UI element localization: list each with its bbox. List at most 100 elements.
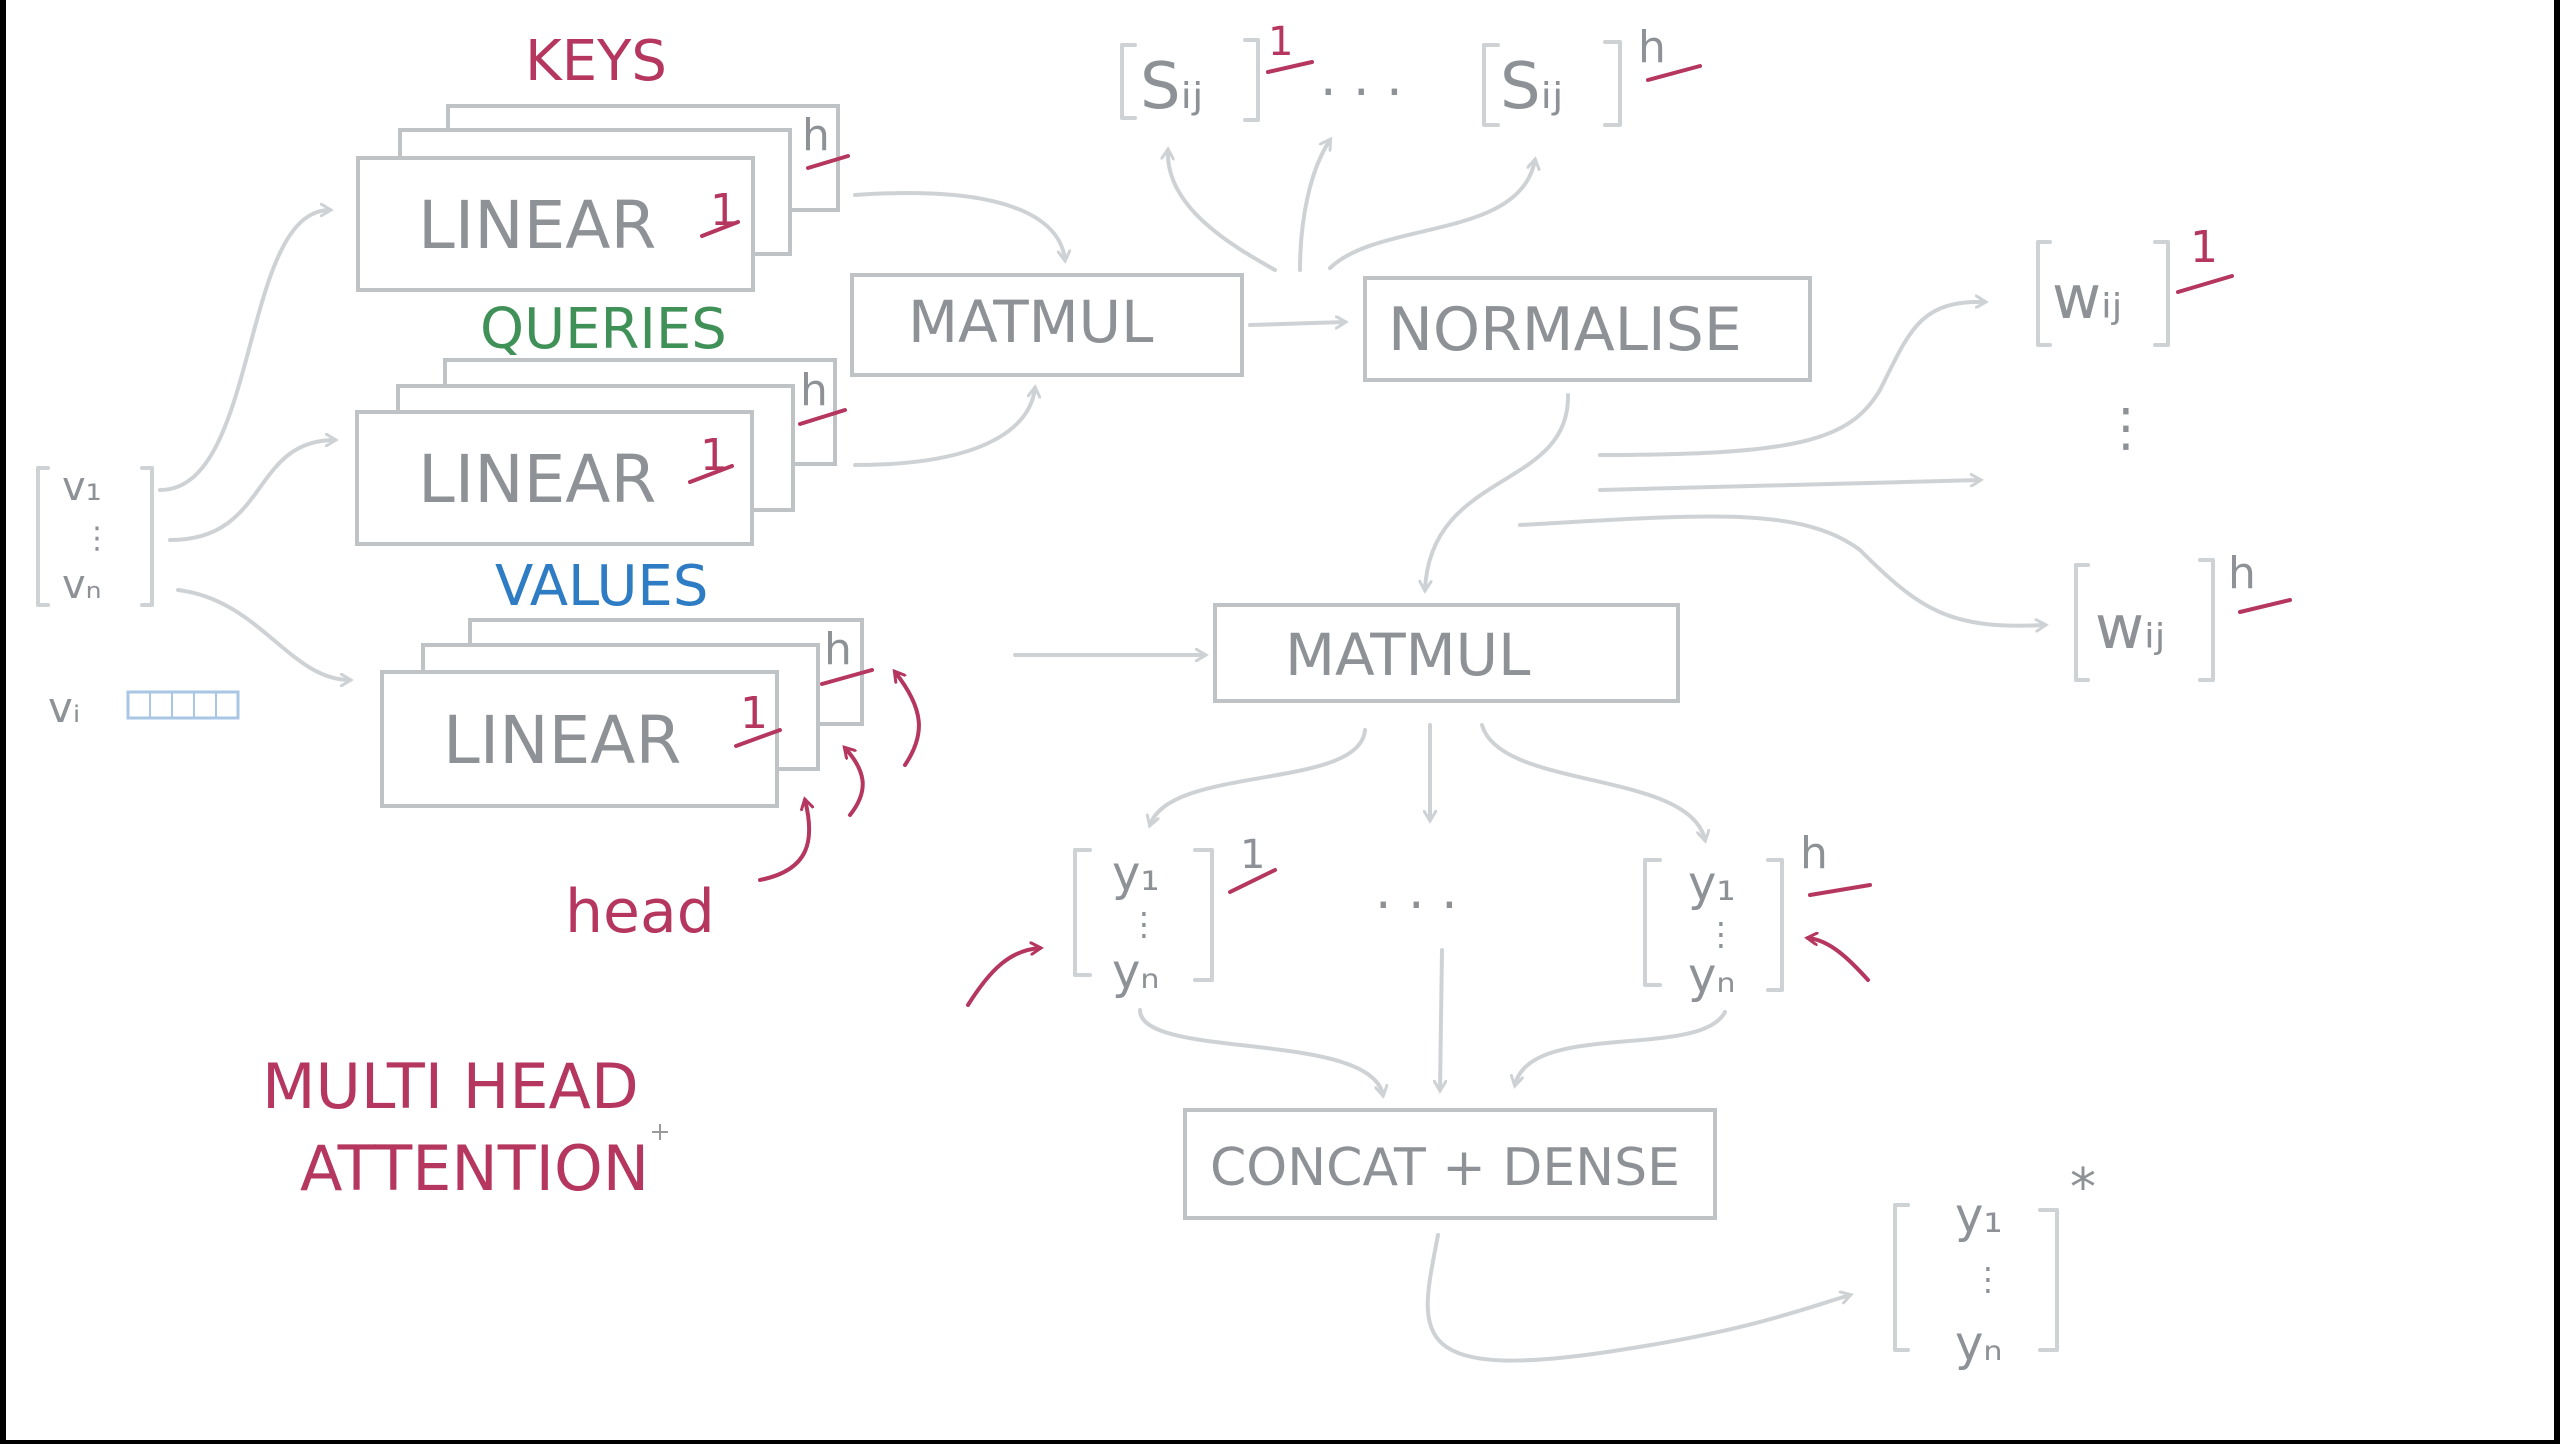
input-vi-embedding: vᵢ bbox=[48, 683, 240, 732]
output-head-first: y₁ ⋮ yₙ 1 bbox=[1073, 832, 1277, 1000]
concat-dense-label: CONCAT + DENSE bbox=[1210, 1138, 1680, 1198]
diagram-stroke bbox=[355, 410, 754, 546]
values-head-1: 1 bbox=[740, 688, 768, 739]
diagram-stroke bbox=[2238, 598, 2292, 614]
output-last-yn: yₙ bbox=[1688, 948, 1736, 1004]
head-arrow-2 bbox=[845, 748, 865, 817]
diagram-stroke bbox=[1603, 40, 1622, 127]
weight-last-head: h bbox=[2228, 548, 2256, 599]
output-first-pointer bbox=[966, 948, 1040, 1007]
diagram-stroke bbox=[1228, 868, 1277, 894]
weight-matrix-first: wᵢⱼ 1 bbox=[2036, 222, 2234, 347]
diagram-stroke bbox=[688, 464, 734, 484]
diagram-stroke bbox=[1482, 43, 1500, 127]
values-linear-stack: LINEAR 1 h bbox=[380, 618, 874, 808]
output-last-y1: y₁ bbox=[1688, 856, 1736, 912]
diagram-stroke bbox=[380, 670, 779, 808]
output-last-head: h bbox=[1800, 828, 1828, 879]
input-v1: v₁ bbox=[62, 464, 102, 510]
arrow-to-score-first bbox=[1168, 150, 1277, 272]
matmul-bottom-box bbox=[1213, 603, 1680, 703]
output-last-pointer bbox=[1808, 938, 1870, 982]
title-line-2: ATTENTION bbox=[300, 1132, 649, 1205]
diagram-stroke bbox=[700, 220, 740, 238]
score-matrix-first: Sᵢⱼ 1 bbox=[1120, 19, 1314, 124]
arrow-to-weight-last bbox=[1518, 514, 2045, 625]
arrow-y-first-to-concat bbox=[1138, 1008, 1383, 1095]
concat-dense-box bbox=[1183, 1108, 1717, 1220]
output-dots: . . . bbox=[1375, 861, 1458, 921]
queries-head-h: h bbox=[800, 365, 828, 416]
diagram-stroke bbox=[1643, 858, 1662, 987]
head-annotation: head bbox=[565, 877, 715, 947]
final-y1: y₁ bbox=[1955, 1188, 2003, 1244]
final-vdots: ⋮ bbox=[1972, 1260, 2004, 1298]
keys-linear-label: LINEAR bbox=[418, 187, 656, 264]
input-vdots: ⋮ bbox=[82, 521, 112, 556]
diagram-stroke bbox=[2074, 563, 2090, 682]
final-star: * bbox=[2070, 1158, 2096, 1218]
diagram-stroke bbox=[1193, 848, 1214, 982]
values-linear-label: LINEAR bbox=[443, 702, 681, 779]
output-first-yn: yₙ bbox=[1112, 944, 1160, 1000]
cursor-crosshair bbox=[652, 1124, 668, 1140]
input-vi: vᵢ bbox=[48, 683, 80, 732]
diagram-stroke bbox=[2038, 1208, 2059, 1352]
score-dots: . . . bbox=[1320, 48, 1403, 108]
output-head-last: y₁ ⋮ yₙ h bbox=[1643, 828, 1872, 1004]
diagram-stroke bbox=[806, 154, 850, 170]
diagram-stroke bbox=[2153, 240, 2170, 347]
input-vn: vₙ bbox=[62, 562, 102, 608]
arrow-matmul-to-y-last bbox=[1480, 723, 1705, 840]
keys-label: KEYS bbox=[525, 29, 667, 94]
keys-linear-stack: LINEAR 1 h bbox=[356, 104, 850, 292]
arrow-keys-to-matmul bbox=[853, 191, 1065, 260]
diagram-stroke bbox=[1766, 858, 1784, 992]
arrow-input-to-queries bbox=[168, 440, 335, 542]
weight-first-head: 1 bbox=[2190, 222, 2218, 273]
weight-vdots: ⋮ bbox=[2100, 398, 2152, 458]
arrow-to-weight-first bbox=[1598, 302, 1985, 457]
input-vector: v₁ ⋮ vₙ bbox=[36, 464, 154, 608]
diagram-stroke bbox=[798, 408, 847, 426]
score-first-head: 1 bbox=[1268, 19, 1293, 65]
keys-head-h: h bbox=[802, 110, 830, 161]
arrow-normalise-to-matmul bbox=[1425, 393, 1571, 590]
diagram-stroke bbox=[36, 466, 50, 607]
diagram-stroke bbox=[820, 668, 874, 686]
queries-label: QUERIES bbox=[480, 297, 727, 362]
arrow-input-to-values bbox=[176, 588, 350, 680]
values-head-h: h bbox=[824, 624, 852, 675]
arrow-matmul-to-y-first bbox=[1150, 728, 1367, 825]
arrow-to-score-last bbox=[1328, 160, 1535, 270]
final-yn: yₙ bbox=[1955, 1316, 2003, 1372]
output-first-y1: y₁ bbox=[1112, 846, 1160, 902]
diagram-stroke bbox=[1243, 38, 1260, 122]
diagram-stroke bbox=[1266, 60, 1314, 74]
diagram-stroke bbox=[1120, 43, 1137, 120]
diagram-stroke bbox=[1893, 1203, 1910, 1352]
queries-linear-stack: LINEAR 1 h bbox=[355, 358, 847, 546]
score-matrix-last: Sᵢⱼ h bbox=[1482, 22, 1702, 127]
score-last-label: Sᵢⱼ bbox=[1500, 50, 1563, 124]
weight-matrix-last: wᵢⱼ h bbox=[2074, 548, 2292, 682]
arrow-concat-to-final bbox=[1425, 1233, 1850, 1363]
output-first-head: 1 bbox=[1240, 832, 1265, 878]
diagram-stroke bbox=[149, 692, 217, 718]
diagram-stroke bbox=[2036, 240, 2052, 347]
diagram-stroke bbox=[1808, 883, 1872, 897]
arrow-y-middle-to-concat bbox=[1440, 948, 1442, 1090]
matmul-bottom-label: MATMUL bbox=[1285, 621, 1530, 689]
final-output-vector: y₁ ⋮ yₙ * bbox=[1893, 1158, 2096, 1372]
head-arrow-3 bbox=[895, 672, 921, 767]
diagram-stroke bbox=[734, 728, 782, 748]
values-label: VALUES bbox=[495, 554, 708, 619]
weight-first-label: wᵢⱼ bbox=[2052, 263, 2122, 333]
arrow-to-score-dots bbox=[1298, 140, 1330, 272]
score-last-head: h bbox=[1638, 22, 1666, 73]
diagram-stroke bbox=[140, 466, 154, 607]
diagram-stroke bbox=[1073, 848, 1092, 977]
embedding-icon bbox=[126, 690, 240, 720]
